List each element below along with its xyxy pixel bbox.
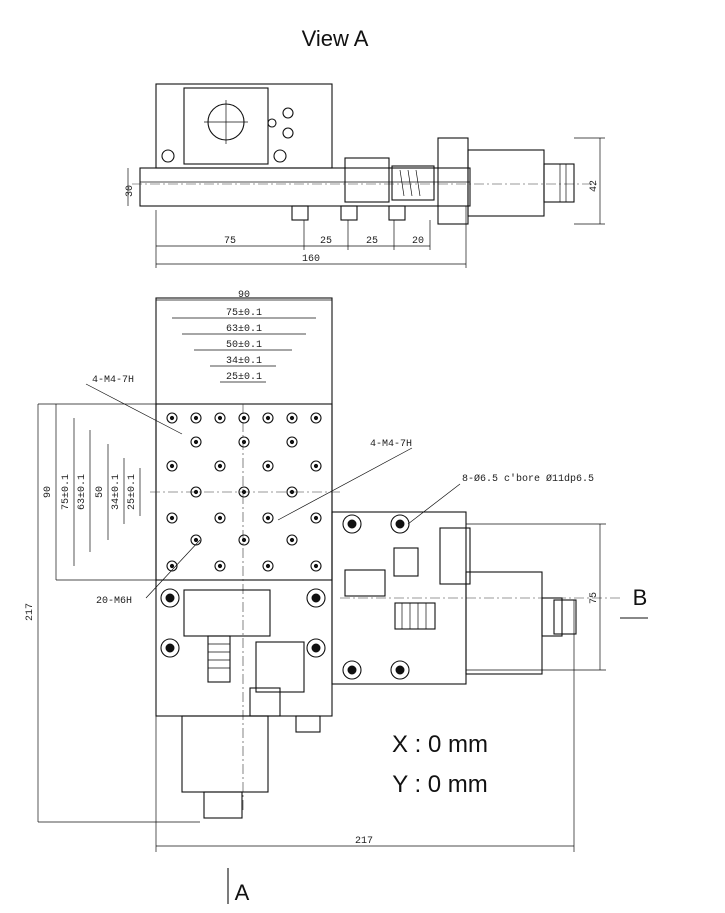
mounting-hole [214,560,226,572]
mounting-hole [286,412,298,424]
mounting-hole-center [169,563,175,569]
mounting-hole [310,560,322,572]
mounting-hole [286,486,298,498]
mounting-hole-center [289,439,295,445]
mounting-hole-center [289,415,295,421]
mounting-hole-center [289,537,295,543]
mounting-hole-center [169,515,175,521]
dim-25-b: 25 [366,236,378,247]
mounting-hole-center [217,463,223,469]
mounting-hole-center [265,563,271,569]
plan-dimension-lines [37,299,648,904]
mounting-hole [238,534,250,546]
y-position-readout: Y : 0 mm [392,771,488,798]
dim-h217: 217 [355,836,373,847]
mounting-hole [262,512,274,524]
dim-v217: 217 [25,603,36,621]
mounting-hole-center [193,489,199,495]
mounting-hole [238,436,250,448]
x-position-readout: X : 0 mm [392,731,488,758]
dim-v63: 63±0.1 [77,474,88,510]
view-a-arrow-label: A [235,880,250,905]
mounting-hole [286,436,298,448]
mounting-hole-center [169,415,175,421]
mounting-hole [286,534,298,546]
mounting-hole-center [313,415,319,421]
mounting-hole-center [241,489,247,495]
mounting-hole [214,412,226,424]
view-a-elevation [127,83,605,268]
mounting-hole-center [265,463,271,469]
mounting-hole-center [217,515,223,521]
mounting-hole-center [313,563,319,569]
dim-v34: 34±0.1 [111,474,122,510]
dim-h25: 25±0.1 [226,372,262,383]
mounting-hole-center [169,463,175,469]
mounting-hole-center [241,415,247,421]
mounting-hole-center [241,439,247,445]
dim-42: 42 [589,180,600,192]
view-b-label: B [633,585,648,610]
plan-view [150,297,620,819]
mounting-hole [190,412,202,424]
dim-h50: 50±0.1 [226,340,262,351]
dim-30: 30 [125,185,136,197]
mounting-hole-center [193,415,199,421]
mounting-hole [310,460,322,472]
mounting-hole [262,412,274,424]
mounting-hole [310,412,322,424]
mounting-hole [190,436,202,448]
dim-h34: 34±0.1 [226,356,262,367]
dim-h90: 90 [238,290,250,301]
mounting-hole-center [265,415,271,421]
mounting-hole [238,486,250,498]
dim-25-a: 25 [320,236,332,247]
dim-20: 20 [412,236,424,247]
mounting-hole [166,560,178,572]
mounting-hole [310,512,322,524]
mounting-hole-center [241,537,247,543]
mounting-hole-center [289,489,295,495]
view-a-title: View A [302,26,369,51]
callout-m4-left: 4-M4-7H [92,375,134,386]
dim-h63: 63±0.1 [226,324,262,335]
mounting-hole [214,460,226,472]
mounting-hole [166,512,178,524]
mounting-hole-center [313,515,319,521]
mounting-hole [238,412,250,424]
mounting-hole [166,412,178,424]
dim-75-top: 75 [224,236,236,247]
dim-v75-right: 75 [589,592,600,604]
dim-v75: 75±0.1 [61,474,72,510]
mounting-hole [190,486,202,498]
mounting-hole [190,534,202,546]
mounting-hole-center [193,537,199,543]
dim-v50: 50 [95,486,106,498]
dim-v90: 90 [43,486,54,498]
mounting-hole-center [217,415,223,421]
callout-bore: 8-Ø6.5 c'bore Ø11dp6.5 [462,473,594,485]
mounting-hole-center [265,515,271,521]
mounting-hole [166,460,178,472]
callout-m6: 20-M6H [96,596,132,607]
dim-v25: 25±0.1 [127,474,138,510]
mounting-hole-center [217,563,223,569]
mounting-hole [214,512,226,524]
mounting-hole [262,460,274,472]
mounting-hole-center [313,463,319,469]
dim-160: 160 [302,254,320,265]
mounting-hole-center [193,439,199,445]
callout-m4-right: 4-M4-7H [370,439,412,450]
mounting-hole [262,560,274,572]
dim-h75: 75±0.1 [226,308,262,319]
